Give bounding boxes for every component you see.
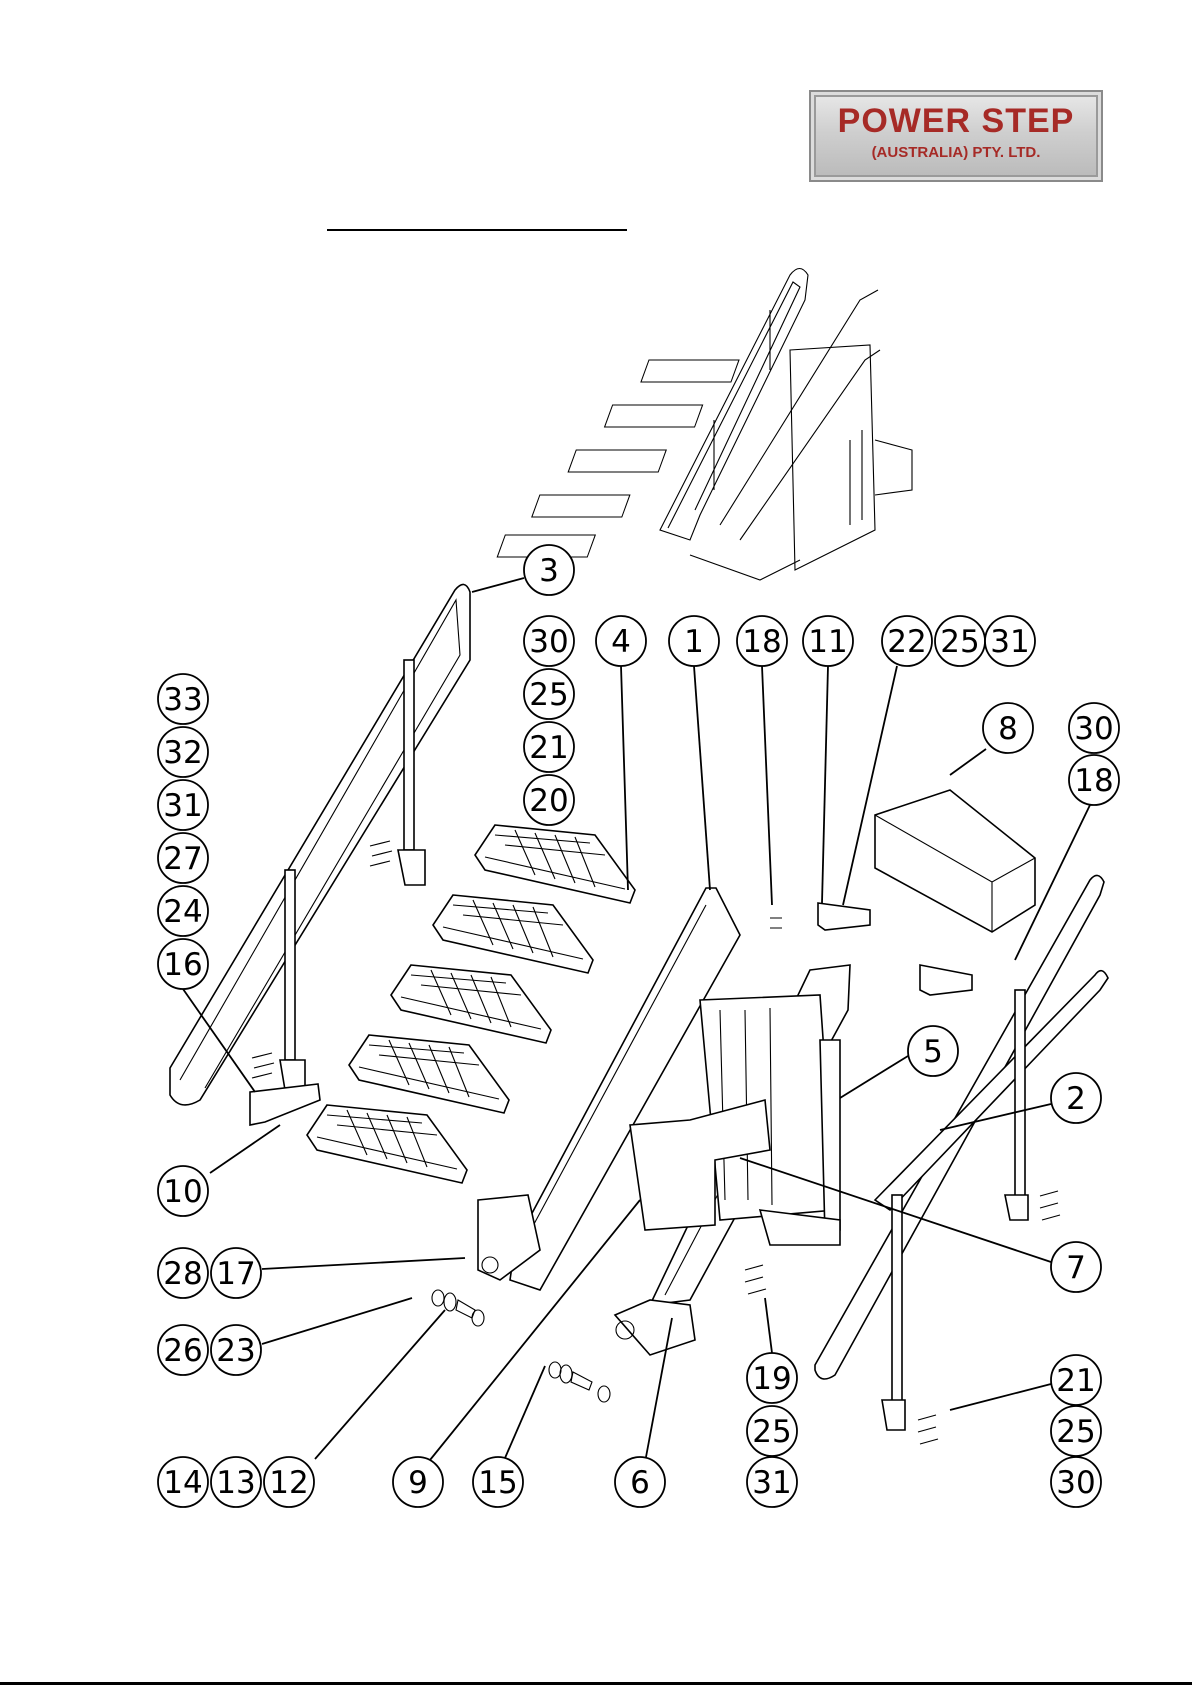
- callout-31: 31: [747, 1457, 797, 1507]
- callout-11: 11: [803, 616, 853, 666]
- callout-10: 10: [158, 1166, 208, 1216]
- callout-25: 25: [524, 669, 574, 719]
- callout-label: 6: [630, 1465, 650, 1501]
- callout-6: 6: [615, 1457, 665, 1507]
- callout-20: 20: [524, 775, 574, 825]
- handrail-left-part-3: [170, 584, 470, 1105]
- callout-28: 28: [158, 1248, 208, 1298]
- handrail-right-part-2: [815, 875, 1108, 1430]
- callout-label: 26: [163, 1333, 202, 1369]
- bracket-part-11b: [920, 965, 972, 995]
- callout-label: 12: [269, 1465, 308, 1501]
- callout-label: 23: [216, 1333, 255, 1369]
- callout-label: 2: [1066, 1081, 1086, 1117]
- callout-label: 25: [752, 1414, 791, 1450]
- callout-30: 30: [1069, 703, 1119, 753]
- callout-label: 21: [529, 730, 568, 766]
- callout-label: 8: [998, 711, 1018, 747]
- callout-5: 5: [908, 1026, 958, 1076]
- callout-9: 9: [393, 1457, 443, 1507]
- callout-label: 9: [408, 1465, 428, 1501]
- callout-2: 2: [1051, 1073, 1101, 1123]
- callout-label: 30: [1056, 1465, 1095, 1501]
- callout-label: 5: [923, 1034, 943, 1070]
- callout-18: 18: [737, 616, 787, 666]
- callout-label: 14: [163, 1465, 202, 1501]
- callout-label: 13: [216, 1465, 255, 1501]
- pin-hardware-12-13-14: [432, 1290, 484, 1326]
- callout-3: 3: [524, 545, 574, 595]
- callout-label: 20: [529, 783, 568, 819]
- callout-23: 23: [211, 1325, 261, 1375]
- callout-label: 4: [611, 624, 631, 660]
- pin-hardware-15: [549, 1362, 610, 1402]
- callout-14: 14: [158, 1457, 208, 1507]
- box-part-8: [875, 790, 1035, 932]
- callout-21: 21: [1051, 1355, 1101, 1405]
- assembled-stair-illustration: [497, 269, 912, 581]
- callout-30: 30: [524, 616, 574, 666]
- callout-label: 30: [1074, 711, 1113, 747]
- callout-27: 27: [158, 833, 208, 883]
- callout-22: 22: [882, 616, 932, 666]
- callout-label: 19: [752, 1361, 791, 1397]
- callout-label: 3: [539, 553, 559, 589]
- callout-label: 31: [990, 624, 1029, 660]
- callout-33: 33: [158, 674, 208, 724]
- callout-label: 33: [163, 682, 202, 718]
- callout-30: 30: [1051, 1457, 1101, 1507]
- callout-1: 1: [669, 616, 719, 666]
- bracket-part-10: [250, 1084, 320, 1125]
- callout-label: 22: [887, 624, 926, 660]
- bracket-part-11: [818, 903, 870, 930]
- callout-label: 25: [529, 677, 568, 713]
- callout-24: 24: [158, 886, 208, 936]
- callout-26: 26: [158, 1325, 208, 1375]
- callout-label: 18: [742, 624, 781, 660]
- callout-label: 30: [529, 624, 568, 660]
- callout-label: 31: [163, 788, 202, 824]
- callout-19: 19: [747, 1353, 797, 1403]
- callout-label: 32: [163, 735, 202, 771]
- callout-label: 25: [1056, 1414, 1095, 1450]
- callout-7: 7: [1051, 1242, 1101, 1292]
- callout-4: 4: [596, 616, 646, 666]
- callout-32: 32: [158, 727, 208, 777]
- callout-label: 16: [163, 947, 202, 983]
- callout-label: 10: [163, 1174, 202, 1210]
- callout-label: 7: [1066, 1250, 1086, 1286]
- callout-25: 25: [747, 1406, 797, 1456]
- callout-label: 24: [163, 894, 202, 930]
- callout-label: 21: [1056, 1363, 1095, 1399]
- callout-15: 15: [473, 1457, 523, 1507]
- callout-label: 15: [478, 1465, 517, 1501]
- callout-label: 31: [752, 1465, 791, 1501]
- callout-label: 17: [216, 1256, 255, 1292]
- callout-label: 27: [163, 841, 202, 877]
- callout-label: 18: [1074, 763, 1113, 799]
- callout-12: 12: [264, 1457, 314, 1507]
- callout-31: 31: [158, 780, 208, 830]
- callout-16: 16: [158, 939, 208, 989]
- callout-25: 25: [1051, 1406, 1101, 1456]
- callout-31: 31: [985, 616, 1035, 666]
- callout-label: 11: [808, 624, 847, 660]
- callout-label: 1: [684, 624, 704, 660]
- callout-25: 25: [935, 616, 985, 666]
- callout-18: 18: [1069, 755, 1119, 805]
- callout-label: 28: [163, 1256, 202, 1292]
- callout-label: 25: [940, 624, 979, 660]
- callout-13: 13: [211, 1457, 261, 1507]
- callout-8: 8: [983, 703, 1033, 753]
- callout-17: 17: [211, 1248, 261, 1298]
- callout-21: 21: [524, 722, 574, 772]
